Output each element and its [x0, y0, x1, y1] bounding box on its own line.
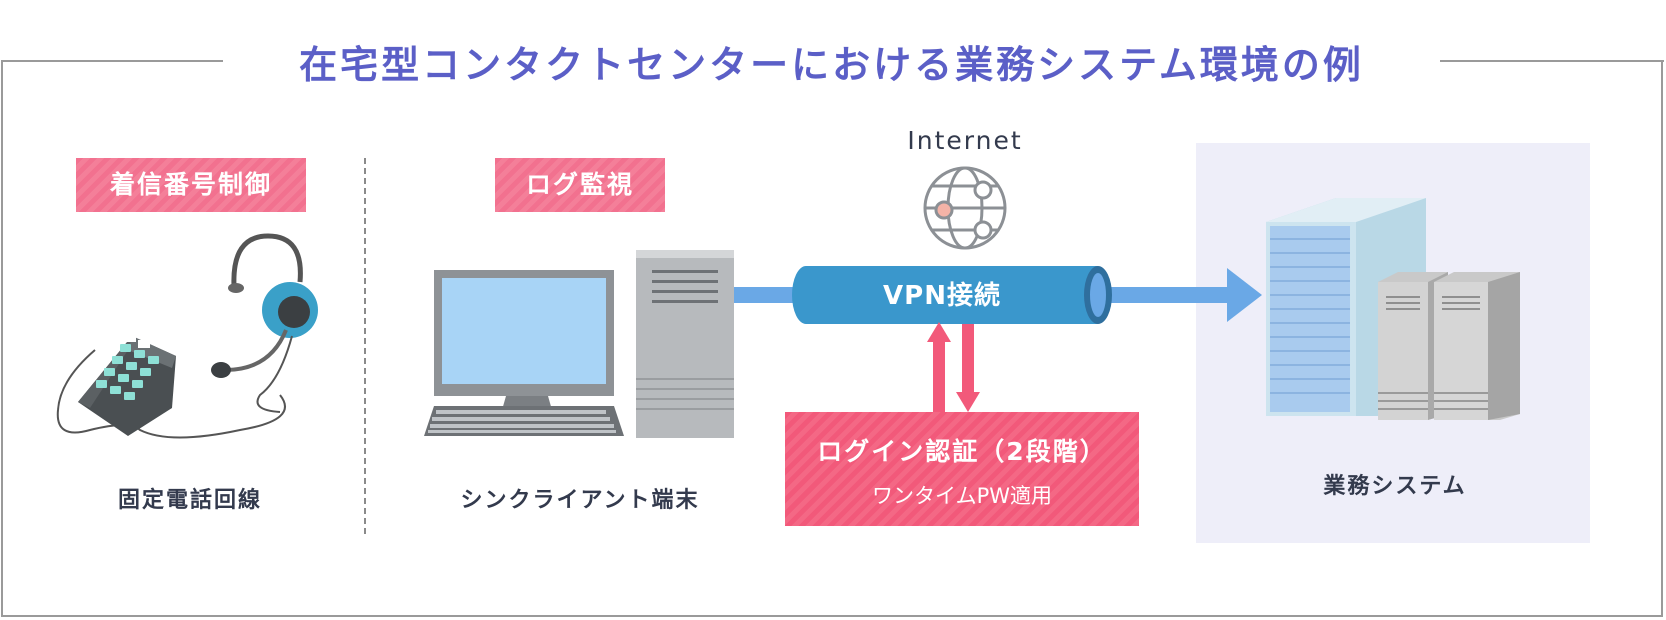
- caption-thin-client: シンクライアント端末: [460, 488, 700, 513]
- headset-icon: [211, 233, 318, 413]
- login-auth-subtitle: ワンタイムPW適用: [871, 484, 1052, 508]
- phone-icon: [56, 334, 286, 439]
- main-server-icon: [1266, 198, 1426, 416]
- login-auth-box: [785, 412, 1139, 526]
- tag-call-control: 着信番号制御: [76, 158, 306, 212]
- auth-arrows: [927, 322, 980, 412]
- sub-server-icon: [1434, 272, 1520, 420]
- vpn-tunnel: [792, 266, 1112, 324]
- tag-log-monitor: ログ監視: [495, 158, 665, 212]
- login-auth-title: ログイン認証（2段階）: [817, 437, 1107, 466]
- internet-label: Internet: [907, 126, 1023, 155]
- pc-tower-icon: [636, 250, 734, 438]
- caption-business-system: 業務システム: [1323, 474, 1467, 499]
- caption-phone-line: 固定電話回線: [117, 488, 262, 513]
- page-title: 在宅型コンタクトセンターにおける業務システム環境の例: [299, 43, 1364, 87]
- right-arrow-head: [1227, 268, 1262, 322]
- right-arrow-shaft: [1084, 287, 1229, 303]
- diagram-frame: [1, 60, 1663, 617]
- vpn-label: VPN接続: [883, 281, 1001, 311]
- sub-server-icon: [1378, 272, 1448, 420]
- monitor-icon: [424, 270, 624, 436]
- dashed-divider: [364, 158, 366, 534]
- left-connector: [734, 287, 794, 303]
- frame-top-left: [1, 60, 223, 62]
- globe-icon: [923, 166, 1007, 250]
- frame-top-right: [1440, 60, 1664, 62]
